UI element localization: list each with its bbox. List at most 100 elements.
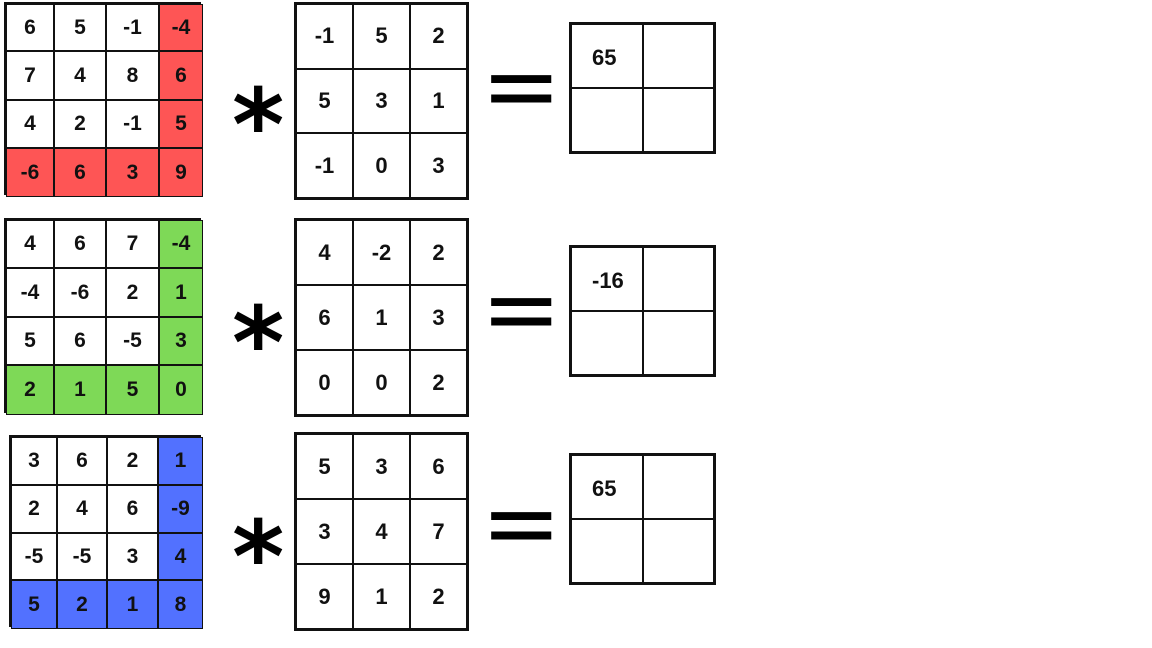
input-cell: -6 — [6, 148, 54, 197]
input-cell: 8 — [106, 51, 159, 100]
kernel-cell: 3 — [410, 285, 467, 350]
input-cell: 5 — [54, 4, 106, 51]
input-cell: 2 — [107, 437, 158, 485]
input-cell: -4 — [159, 220, 203, 268]
kernel-cell: 2 — [410, 220, 467, 285]
kernel-cell: 3 — [410, 133, 467, 198]
output-cell — [571, 519, 643, 583]
input-cell: 2 — [11, 485, 57, 533]
kernel-cell: 1 — [410, 68, 467, 134]
input-cell: 0 — [159, 365, 203, 415]
kernel-cell: 9 — [296, 564, 353, 629]
output-cell — [642, 24, 714, 88]
kernel-cell: 1 — [353, 285, 410, 350]
output-matrix-2: -16 — [569, 245, 716, 377]
kernel-cell: 7 — [410, 499, 467, 564]
input-cell: -5 — [106, 317, 159, 365]
kernel-cell: -1 — [296, 4, 353, 69]
output-cell — [642, 88, 714, 152]
input-cell: 1 — [107, 580, 158, 629]
input-cell: -5 — [57, 533, 107, 580]
input-cell: 3 — [159, 317, 203, 365]
input-cell: -1 — [106, 100, 159, 148]
input-cell: 2 — [106, 268, 159, 317]
equals-sign-1: = — [481, 30, 562, 142]
input-cell: 6 — [107, 485, 158, 533]
input-cell: 1 — [159, 268, 203, 317]
convolution-operator-1: * — [232, 67, 285, 184]
convolution-operator-2: * — [232, 285, 285, 402]
input-cell: 5 — [6, 317, 54, 365]
input-cell: 1 — [54, 365, 106, 415]
input-cell: 6 — [57, 437, 107, 485]
input-cell: 4 — [158, 533, 203, 580]
output-cell — [642, 455, 714, 519]
kernel-cell: 6 — [410, 434, 467, 499]
output-matrix-3: 65 — [569, 453, 716, 585]
input-cell: 5 — [159, 100, 203, 148]
input-cell: 6 — [6, 4, 54, 51]
output-cell: -16 — [571, 247, 643, 311]
kernel-cell: 2 — [410, 4, 467, 69]
kernel-cell: 0 — [296, 350, 353, 415]
input-cell: 7 — [6, 51, 54, 100]
kernel-cell: 4 — [353, 499, 410, 564]
kernel-cell: 3 — [353, 68, 410, 134]
input-cell: -6 — [54, 268, 106, 317]
input-cell: 6 — [159, 51, 203, 100]
kernel-cell: 4 — [296, 220, 353, 285]
input-cell: 7 — [106, 220, 159, 268]
kernel-cell: 5 — [296, 68, 353, 134]
convolution-operator-3: * — [232, 499, 285, 616]
kernel-cell: 5 — [353, 4, 410, 69]
kernel-cell: 0 — [353, 133, 410, 198]
input-cell: 8 — [158, 580, 203, 629]
input-cell: 3 — [107, 533, 158, 580]
input-cell: 2 — [54, 100, 106, 148]
input-cell: 6 — [54, 148, 106, 197]
input-cell: -4 — [6, 268, 54, 317]
output-cell — [642, 311, 714, 375]
input-cell: 4 — [57, 485, 107, 533]
kernel-cell: 1 — [353, 564, 410, 629]
output-cell — [571, 88, 643, 152]
equals-sign-2: = — [481, 253, 562, 365]
output-cell: 65 — [571, 455, 643, 519]
kernel-cell: 3 — [296, 499, 353, 564]
input-cell: 6 — [54, 220, 106, 268]
kernel-cell: 5 — [296, 434, 353, 499]
input-cell: 1 — [158, 437, 203, 485]
output-cell — [642, 247, 714, 311]
kernel-cell: 0 — [353, 350, 410, 415]
input-cell: -9 — [158, 485, 203, 533]
input-cell: -4 — [159, 4, 203, 51]
kernel-cell: 3 — [353, 434, 410, 499]
input-cell: 2 — [6, 365, 54, 415]
equals-sign-3: = — [481, 467, 562, 579]
input-cell: 2 — [57, 580, 107, 629]
input-cell: 3 — [106, 148, 159, 197]
output-cell: 65 — [571, 24, 643, 88]
output-matrix-1: 65 — [569, 22, 716, 154]
input-cell: -5 — [11, 533, 57, 580]
input-cell: 5 — [106, 365, 159, 415]
input-cell: 4 — [6, 100, 54, 148]
kernel-cell: -2 — [353, 220, 410, 285]
input-cell: 4 — [54, 51, 106, 100]
kernel-cell: 2 — [410, 564, 467, 629]
input-cell: 6 — [54, 317, 106, 365]
kernel-cell: 2 — [410, 350, 467, 415]
input-cell: 4 — [6, 220, 54, 268]
kernel-cell: 6 — [296, 285, 353, 350]
input-cell: 9 — [159, 148, 203, 197]
input-cell: 3 — [11, 437, 57, 485]
kernel-cell: -1 — [296, 133, 353, 198]
output-cell — [571, 311, 643, 375]
input-cell: -1 — [106, 4, 159, 51]
